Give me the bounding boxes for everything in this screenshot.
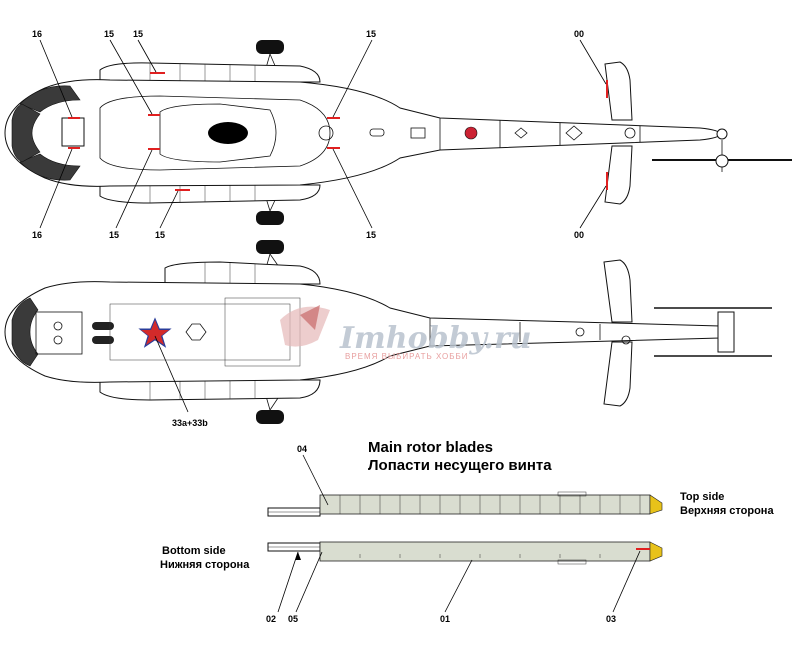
callout-00-top: 00 [574, 29, 584, 39]
blades-title-en: Main rotor blades [368, 439, 493, 456]
callout-15-a: 15 [104, 29, 114, 39]
callout-00-bottom: 00 [574, 230, 584, 240]
callout-04: 04 [297, 444, 307, 454]
blade-bottom-side [267, 541, 663, 565]
top-side-label-en: Top side [680, 491, 724, 503]
callout-15-e: 15 [155, 230, 165, 240]
blade-top-side [267, 491, 663, 517]
watermark-tagline: ВРЕМЯ ВЫБИРАТЬ ХОББИ [345, 352, 469, 361]
watermark: Imhobby.ru ВРЕМЯ ВЫБИРАТЬ ХОББИ [280, 305, 532, 361]
helicopter-top-view [4, 39, 792, 229]
helicopter-bottom-view [4, 240, 772, 424]
callout-01: 01 [440, 614, 450, 624]
callout-numbers: 16 15 15 15 00 16 15 15 15 00 33a+33b 04… [32, 29, 616, 624]
callout-15-d: 15 [109, 230, 119, 240]
bottom-side-label-ru: Нижняя сторона [160, 559, 250, 571]
blades-title-ru: Лопасти несущего винта [368, 457, 552, 474]
callout-05: 05 [288, 614, 298, 624]
watermark-brand: Imhobby.ru [339, 321, 532, 356]
callout-03: 03 [606, 614, 616, 624]
callout-15-f: 15 [366, 230, 376, 240]
callout-16-bottom: 16 [32, 230, 42, 240]
bottom-side-label-en: Bottom side [162, 545, 226, 557]
callout-16-top: 16 [32, 29, 42, 39]
top-side-label-ru: Верхняя сторона [680, 505, 774, 517]
callout-15-b: 15 [133, 29, 143, 39]
callout-33a-33b: 33a+33b [172, 418, 208, 428]
callout-02: 02 [266, 614, 276, 624]
rotor-blades: Main rotor blades Лопасти несущего винта [160, 439, 774, 613]
callout-15-c: 15 [366, 29, 376, 39]
